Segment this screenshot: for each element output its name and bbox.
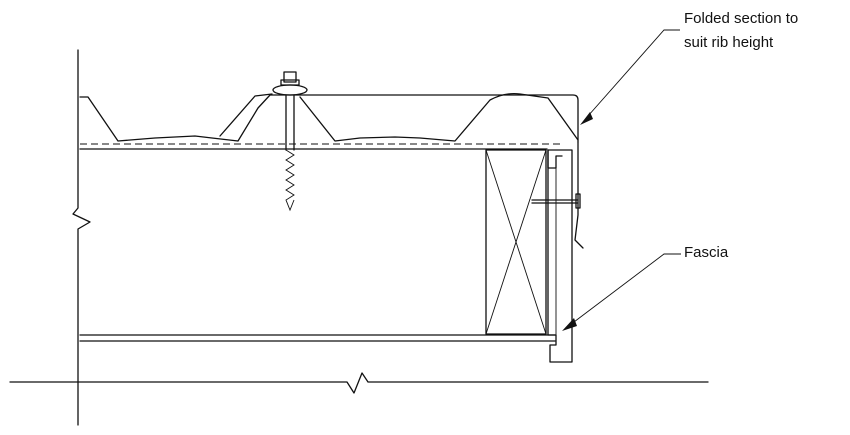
ground-break-line [9,372,709,394]
timber-cross-2 [485,149,547,335]
folded-flashing [574,141,584,249]
folded-section-label-line1: Folded section to [684,10,799,27]
roof-screw [272,71,308,212]
folded-section-leader [587,29,680,117]
fascia-screw-head [575,193,581,209]
folded-section-label-line2: suit rib height [684,34,774,51]
timber-block [485,149,547,335]
fascia-top-clip [547,149,563,169]
wall-break-line [72,49,91,426]
roof-sheet-profile [79,94,579,143]
fascia-board [547,149,573,363]
roof-sheet-profile-left [219,93,273,137]
roof-sheet-profile-right [299,92,579,142]
fascia-label: Fascia [684,244,729,261]
folded-section-arrow [580,112,593,125]
fascia-arrow [562,318,577,331]
fascia-leader [569,253,681,326]
